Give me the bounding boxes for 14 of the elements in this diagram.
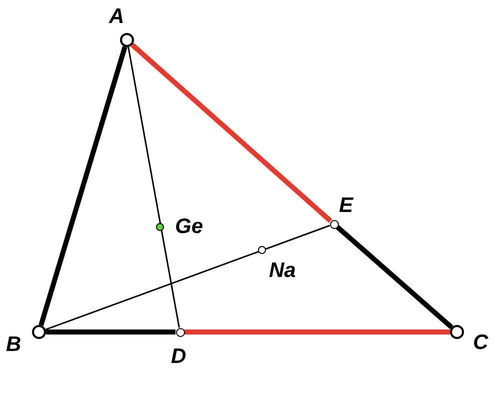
point-label: C [473, 332, 488, 354]
line-segment [128, 46, 180, 328]
point-label: A [109, 6, 124, 28]
line-segment [184, 330, 450, 334]
point-label: E [339, 195, 354, 217]
line-segment [38, 46, 128, 326]
point-label: B [6, 334, 22, 356]
point-label: Na [269, 260, 296, 282]
point-label: D [171, 346, 186, 368]
line-segment [130, 42, 332, 223]
line-segment [336, 225, 454, 330]
point-label: Ge [175, 216, 204, 238]
line-segment [45, 224, 330, 330]
line-segment [46, 330, 176, 334]
